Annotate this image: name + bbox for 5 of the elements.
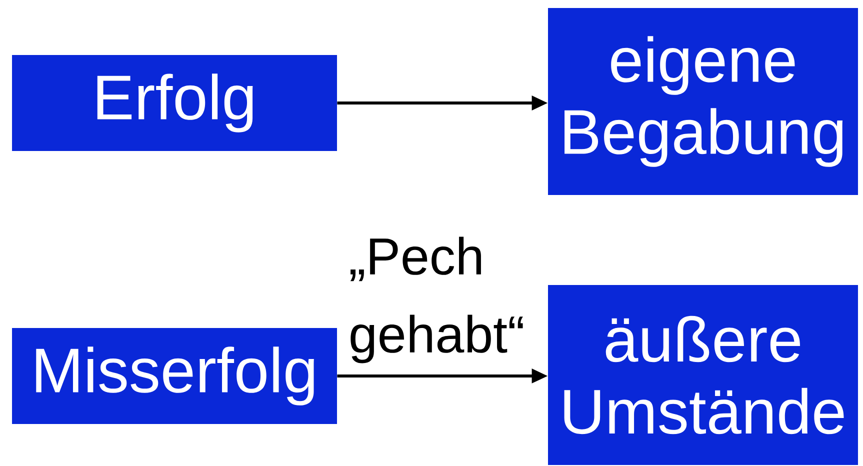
concept-box: äußere Umstände <box>548 285 858 465</box>
concept-box: Erfolg <box>12 55 337 151</box>
edge-label: „Pech gehabt“ <box>348 236 534 364</box>
concept-box: Misserfolg <box>12 328 337 424</box>
concept-box: eigene Begabung <box>548 8 858 195</box>
